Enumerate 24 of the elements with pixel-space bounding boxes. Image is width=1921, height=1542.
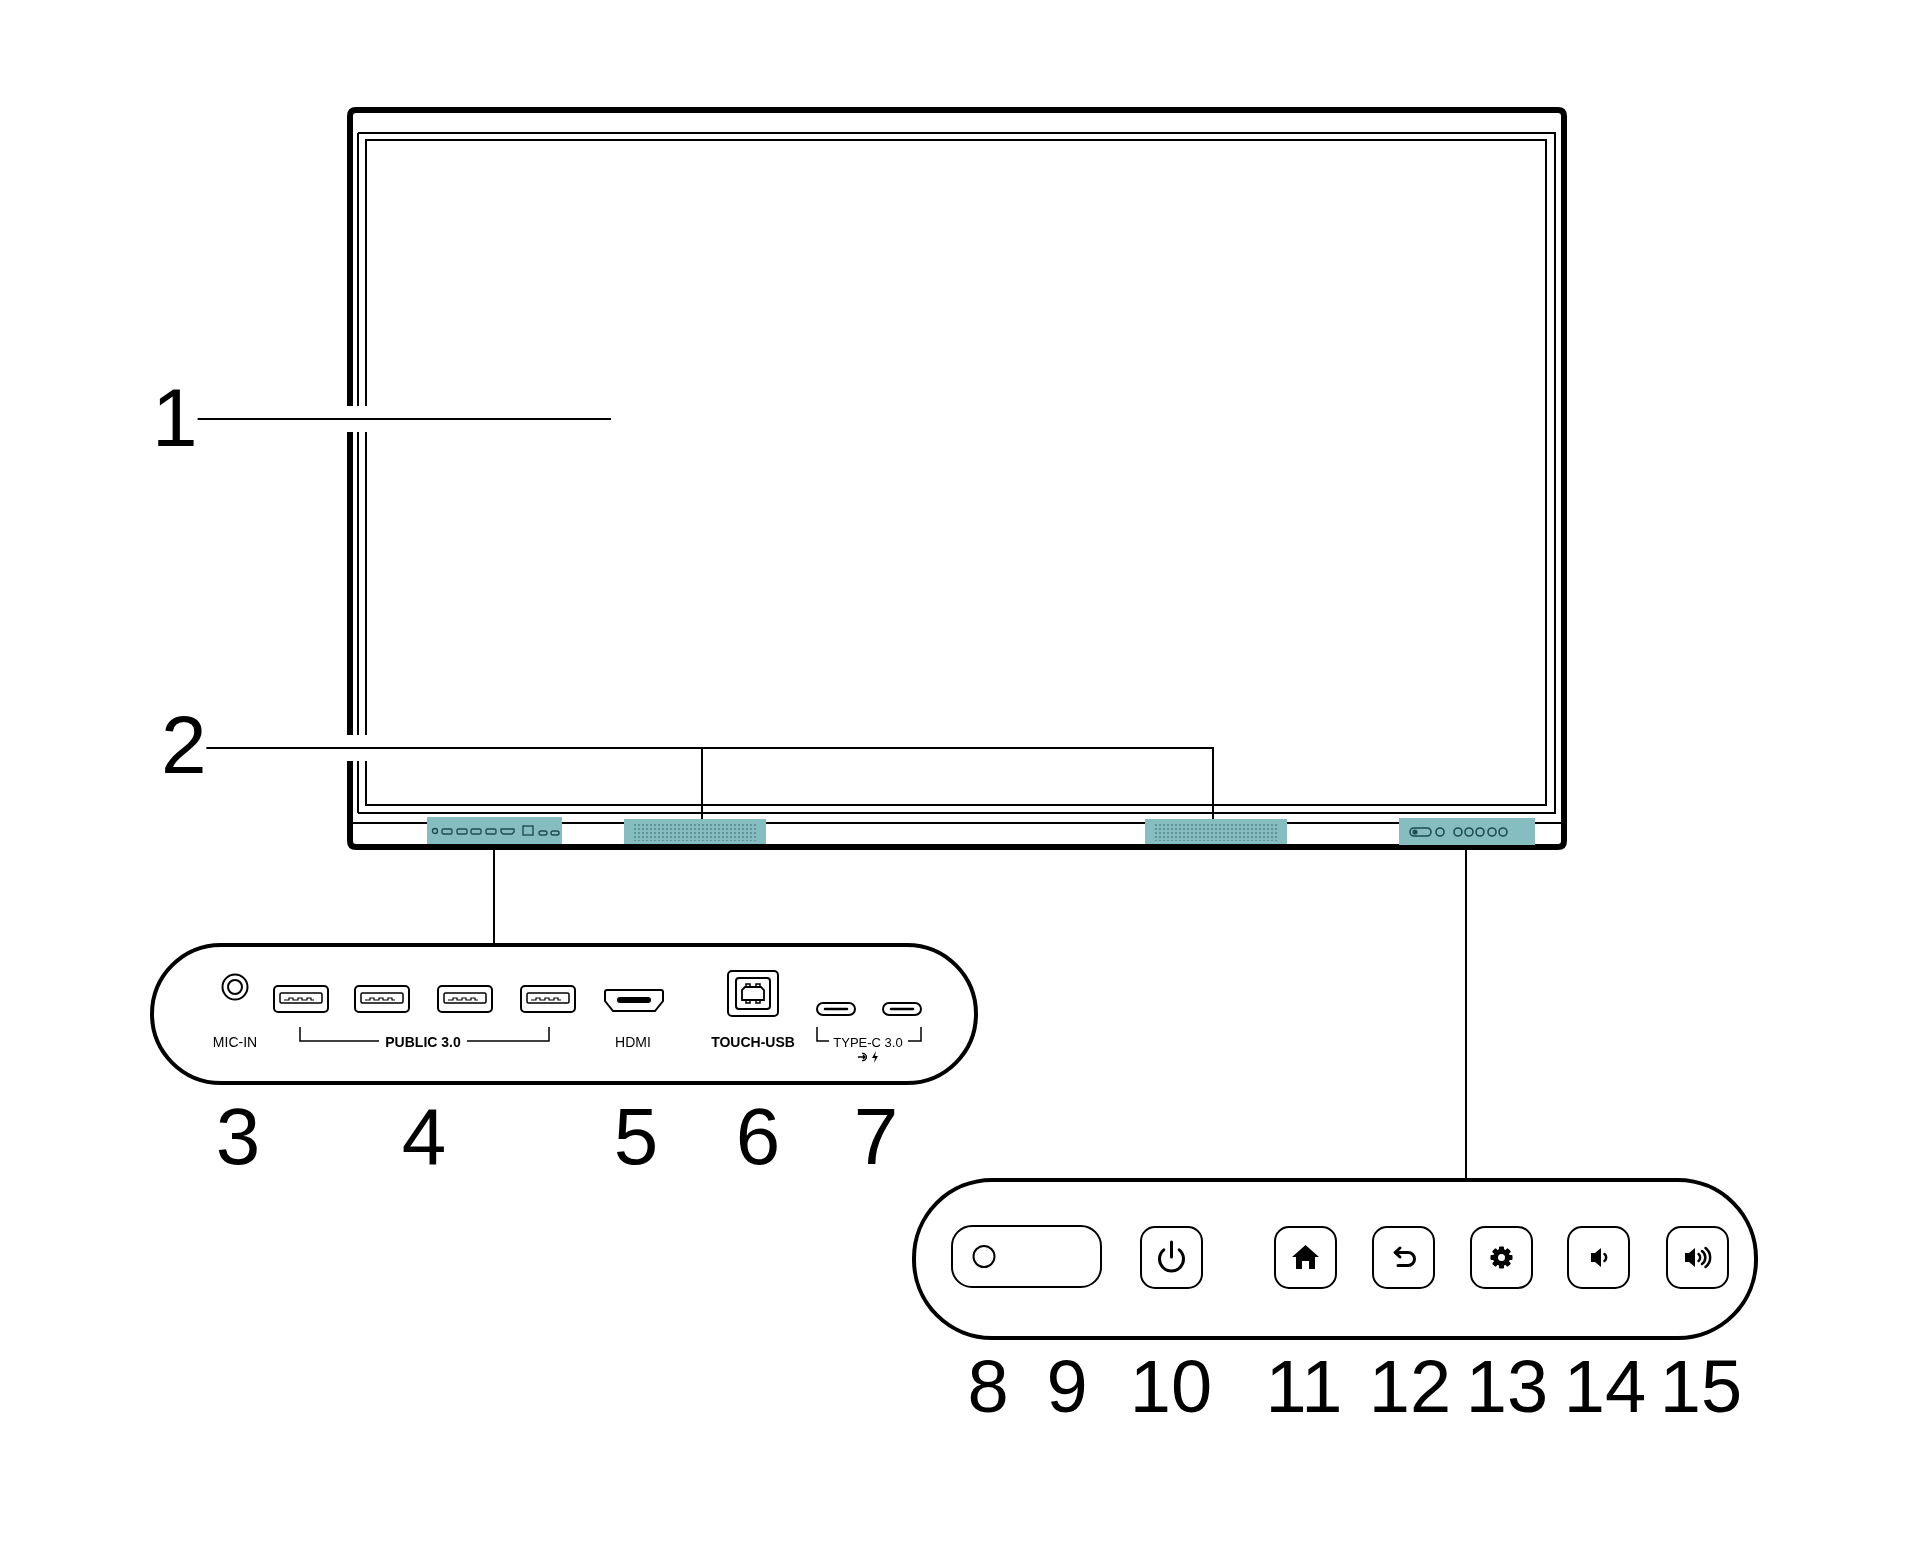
callout-number: 7 bbox=[853, 1097, 899, 1177]
callout-number: 5 bbox=[613, 1097, 659, 1177]
port-label: TYPE-C 3.0 bbox=[833, 1035, 903, 1049]
callout-number: 2 bbox=[161, 704, 207, 786]
speaker-grille bbox=[624, 819, 766, 844]
callout-number: 12 bbox=[1368, 1350, 1452, 1424]
port-label: MIC-IN bbox=[212, 1035, 258, 1049]
leader-line bbox=[205, 747, 1214, 820]
callout-number: 10 bbox=[1129, 1350, 1213, 1424]
callout-number: 8 bbox=[967, 1350, 1009, 1424]
callout-number: 6 bbox=[735, 1097, 781, 1177]
callout-number: 1 bbox=[152, 377, 198, 459]
callout-number: 15 bbox=[1659, 1350, 1743, 1424]
callout-number: 3 bbox=[215, 1097, 261, 1177]
speaker-grille bbox=[1145, 819, 1287, 844]
leader-line bbox=[196, 418, 612, 420]
port-label: PUBLIC 3.0 bbox=[385, 1035, 461, 1049]
port-label: HDMI bbox=[615, 1035, 651, 1049]
callout-number: 11 bbox=[1265, 1350, 1343, 1424]
callout-number: 13 bbox=[1465, 1350, 1549, 1424]
callout-number: 4 bbox=[401, 1097, 447, 1177]
callout-number: 14 bbox=[1563, 1350, 1647, 1424]
callout-number: 9 bbox=[1046, 1350, 1088, 1424]
port-label: TOUCH-USB bbox=[711, 1035, 795, 1049]
